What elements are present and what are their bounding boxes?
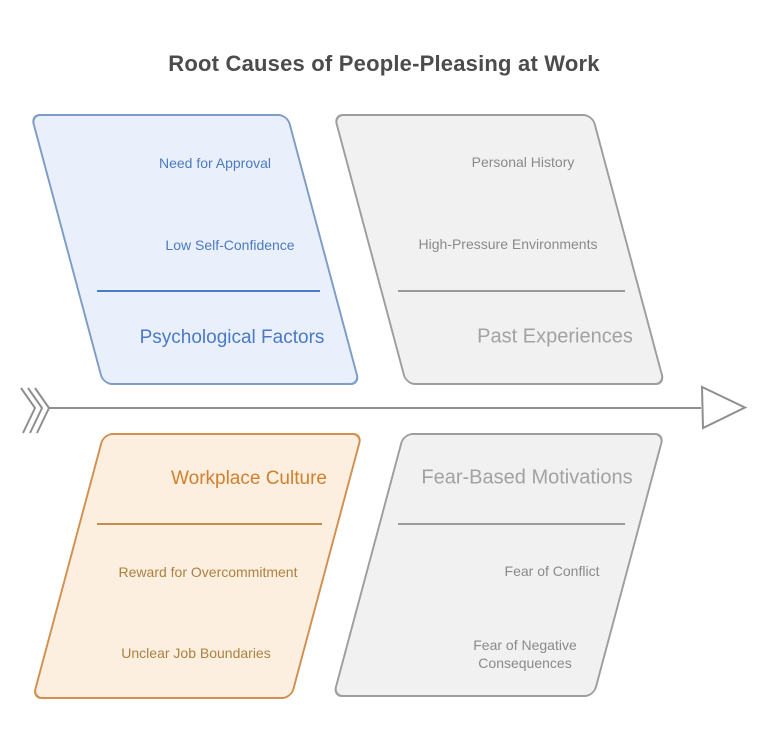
arrow-head-icon bbox=[700, 385, 748, 430]
quadrant-title: Psychological Factors bbox=[139, 327, 325, 348]
quadrant-title: Workplace Culture bbox=[171, 468, 327, 489]
cause-item: Need for Approval bbox=[158, 155, 272, 171]
cause-item: Unclear Job Boundaries bbox=[121, 645, 271, 661]
quadrant-divider bbox=[398, 290, 625, 292]
cause-item: Fear of Conflict bbox=[504, 563, 600, 579]
arrow-fletching-icon bbox=[20, 387, 51, 434]
quadrant-divider bbox=[398, 523, 625, 525]
quadrant-title: Past Experiences bbox=[477, 325, 633, 348]
quadrant-divider bbox=[97, 290, 320, 292]
cause-item: Low Self-Confidence bbox=[165, 237, 295, 253]
cause-item: Personal History bbox=[471, 154, 575, 170]
cause-item: High-Pressure Environments bbox=[418, 236, 598, 252]
quadrant-divider bbox=[97, 523, 322, 525]
cause-item: Fear of Negative Consequences bbox=[473, 637, 577, 671]
diagram-title: Root Causes of People-Pleasing at Work bbox=[168, 51, 600, 76]
quadrant-title: Fear-Based Motivations bbox=[421, 466, 633, 489]
cause-item: Reward for Overcommitment bbox=[118, 564, 298, 580]
